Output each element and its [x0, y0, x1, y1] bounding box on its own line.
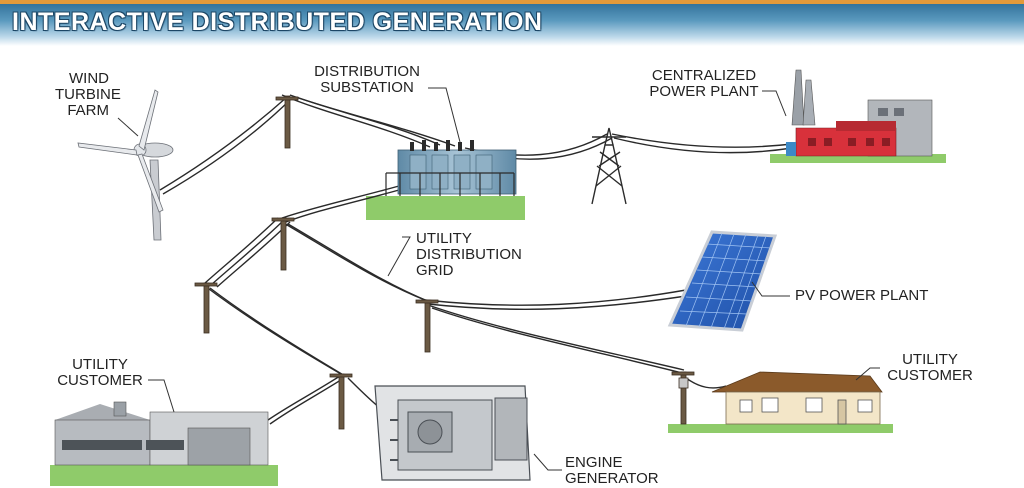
utility-distribution-grid-label: UTILITY DISTRIBUTION GRID — [416, 231, 536, 279]
wind-turbine-farm-label: WIND TURBINE FARM — [55, 70, 121, 119]
engine-generator-label: ENGINE GENERATOR — [565, 455, 675, 487]
label-line: UTILITY — [416, 230, 472, 247]
label-line: CUSTOMER — [887, 367, 973, 384]
label-line: FARM — [67, 102, 109, 119]
page-title: INTERACTIVE DISTRIBUTED GENERATION — [12, 8, 543, 36]
factory-icon — [54, 401, 269, 466]
label-line: DISTRIBUTION — [314, 63, 420, 80]
centralized-power-plant-icon — [786, 69, 933, 157]
wind-turbine-icon — [77, 89, 174, 241]
label-line: UTILITY — [72, 356, 128, 373]
label-line: POWER PLANT — [649, 83, 759, 100]
pv-power-plant-label: PV POWER PLANT — [795, 287, 929, 304]
label-line: GENERATOR — [565, 470, 659, 487]
leader-lines — [117, 87, 880, 471]
utility-poles — [194, 95, 695, 430]
label-line: UTILITY — [902, 351, 958, 368]
label-line: TURBINE — [55, 86, 121, 103]
label-line: CUSTOMER — [57, 372, 143, 389]
header-accent-line — [0, 0, 1024, 4]
header-banner — [0, 0, 1024, 46]
house-icon — [711, 371, 883, 425]
centralized-power-plant-label: CENTRALIZED POWER PLANT — [646, 68, 762, 100]
distribution-substation-label: DISTRIBUTION SUBSTATION — [305, 64, 429, 96]
label-line: SUBSTATION — [320, 79, 414, 96]
utility-customer-left-label: UTILITY CUSTOMER — [52, 357, 148, 389]
label-line: DISTRIBUTION — [416, 246, 522, 263]
distribution-substation-icon — [385, 140, 517, 196]
label-line: CENTRALIZED — [651, 67, 757, 84]
label-line: GRID — [416, 262, 454, 279]
transmission-tower-icon — [591, 127, 627, 205]
utility-customer-right-label: UTILITY CUSTOMER — [882, 352, 978, 384]
pv-panel-icon — [667, 230, 778, 332]
label-line: WIND — [69, 70, 109, 87]
engine-generator-icon — [374, 385, 531, 481]
label-line: ENGINE — [565, 454, 623, 471]
